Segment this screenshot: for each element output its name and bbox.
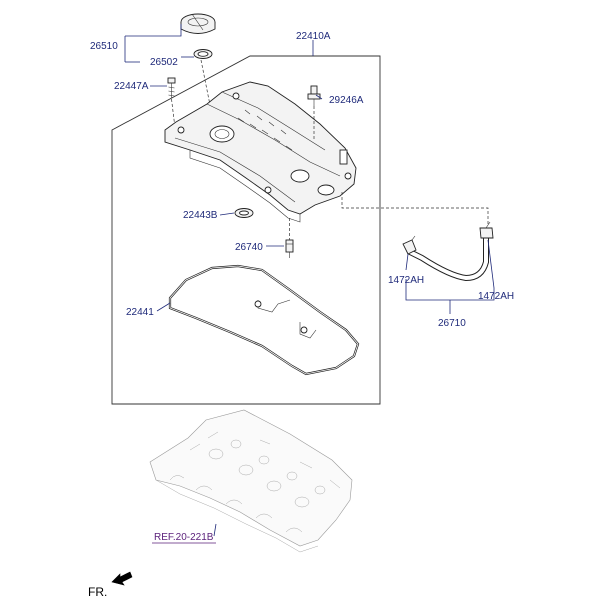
hose-clamp-right bbox=[479, 221, 494, 239]
oil-filler-cap bbox=[180, 13, 216, 34]
spark-plug-seal bbox=[234, 208, 254, 218]
cylinder-head bbox=[149, 409, 353, 553]
label-1472AH-left: 1472AH bbox=[388, 275, 424, 286]
label-22447A: 22447A bbox=[114, 81, 149, 92]
label-22441: 22441 bbox=[126, 307, 154, 318]
label-26740: 26740 bbox=[235, 242, 263, 253]
label-26510: 26510 bbox=[90, 41, 118, 52]
label-1472AH-right: 1472AH bbox=[478, 291, 514, 302]
assembly-frame bbox=[111, 55, 381, 405]
cover-bolt bbox=[167, 77, 176, 98]
reference-label: REF.20-221B bbox=[154, 532, 214, 543]
label-26710: 26710 bbox=[438, 318, 466, 329]
rocker-cover-gasket bbox=[168, 264, 360, 376]
cam-position-sensor bbox=[307, 85, 321, 106]
front-indicator-label: FR. bbox=[88, 585, 107, 599]
label-29246A: 29246A bbox=[329, 95, 364, 106]
front-arrow-icon bbox=[111, 571, 133, 586]
breather-hose bbox=[407, 233, 489, 282]
filler-cap-gasket bbox=[193, 49, 213, 59]
rocker-cover bbox=[164, 81, 357, 223]
pcv-valve bbox=[285, 239, 294, 258]
label-22443B: 22443B bbox=[183, 210, 218, 221]
label-22410A: 22410A bbox=[296, 31, 331, 42]
label-26502: 26502 bbox=[150, 57, 178, 68]
hose-clamp-left bbox=[402, 235, 417, 255]
